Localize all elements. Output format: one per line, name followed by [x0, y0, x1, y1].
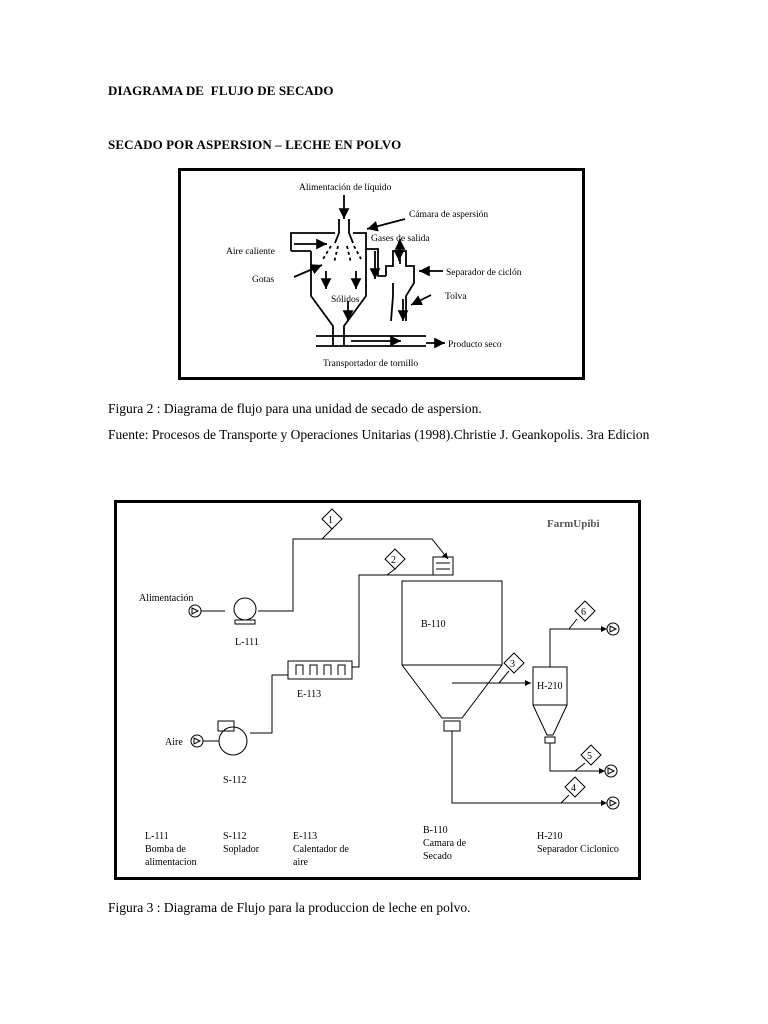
label-separador: Separador de ciclón: [446, 268, 522, 278]
spray-drying-schematic: Alimentación de líquido Cámara de aspers…: [226, 183, 522, 369]
legend-b110-line2: Secado: [423, 851, 452, 862]
stream-2: 2: [391, 555, 396, 566]
legend-l111-line1: Bomba de: [145, 844, 186, 855]
label-aire: Aire: [165, 737, 183, 748]
source-citation: Fuente: Procesos de Transporte y Operaci…: [108, 427, 650, 442]
brand-label: FarmUpibi: [547, 518, 600, 530]
legend-e113-line1: Calentador de: [293, 844, 349, 855]
label-gases: Gases de salida: [371, 234, 430, 244]
label-camara: Cámara de aspersión: [409, 210, 488, 220]
legend-l111-code: L-111: [145, 831, 169, 842]
label-alimentacion: Alimentación: [139, 593, 193, 604]
stream-3: 3: [510, 659, 515, 670]
stream-6: 6: [581, 607, 586, 618]
label-solidos: Sólidos: [331, 295, 360, 305]
label-l111: L-111: [235, 637, 259, 648]
legend-h210-code: H-210: [537, 831, 563, 842]
figure-3-caption: Figura 3 : Diagrama de Flujo para la pro…: [108, 900, 471, 915]
legend-e113-line2: aire: [293, 857, 309, 868]
equipment-legend: L-111 Bomba de alimentacion S-112 Soplad…: [145, 825, 619, 868]
legend-s112-code: S-112: [223, 831, 247, 842]
label-e113: E-113: [297, 689, 321, 700]
legend-h210-line1: Separador Ciclonico: [537, 844, 619, 855]
legend-b110-code: B-110: [423, 825, 448, 836]
stream-5: 5: [587, 751, 592, 762]
process-flow-diagram: FarmUpibi: [114, 500, 641, 880]
legend-e113-code: E-113: [293, 831, 317, 842]
document-title: DIAGRAMA DE FLUJO DE SECADO: [108, 83, 334, 98]
label-s112: S-112: [223, 775, 247, 786]
label-b110: B-110: [421, 619, 446, 630]
stream-1: 1: [328, 515, 333, 526]
label-alimentacion: Alimentación de líquido: [299, 183, 392, 193]
process-flow-schematic: FarmUpibi: [139, 508, 620, 868]
label-producto: Producto seco: [448, 340, 502, 350]
legend-l111-line2: alimentacion: [145, 857, 197, 868]
stream-4: 4: [571, 783, 576, 794]
label-aire: Aire caliente: [226, 247, 275, 257]
label-tolva: Tolva: [445, 292, 467, 302]
legend-b110-line1: Camara de: [423, 838, 467, 849]
legend-s112-line1: Soplador: [223, 844, 260, 855]
figure-2-caption: Figura 2 : Diagrama de flujo para una un…: [108, 401, 482, 416]
spray-drying-diagram: Alimentación de líquido Cámara de aspers…: [178, 168, 585, 380]
label-h210: H-210: [537, 681, 563, 692]
label-gotas: Gotas: [252, 275, 274, 285]
label-transportador: Transportador de tornillo: [323, 359, 418, 369]
section-subtitle: SECADO POR ASPERSION – LECHE EN POLVO: [108, 137, 402, 152]
